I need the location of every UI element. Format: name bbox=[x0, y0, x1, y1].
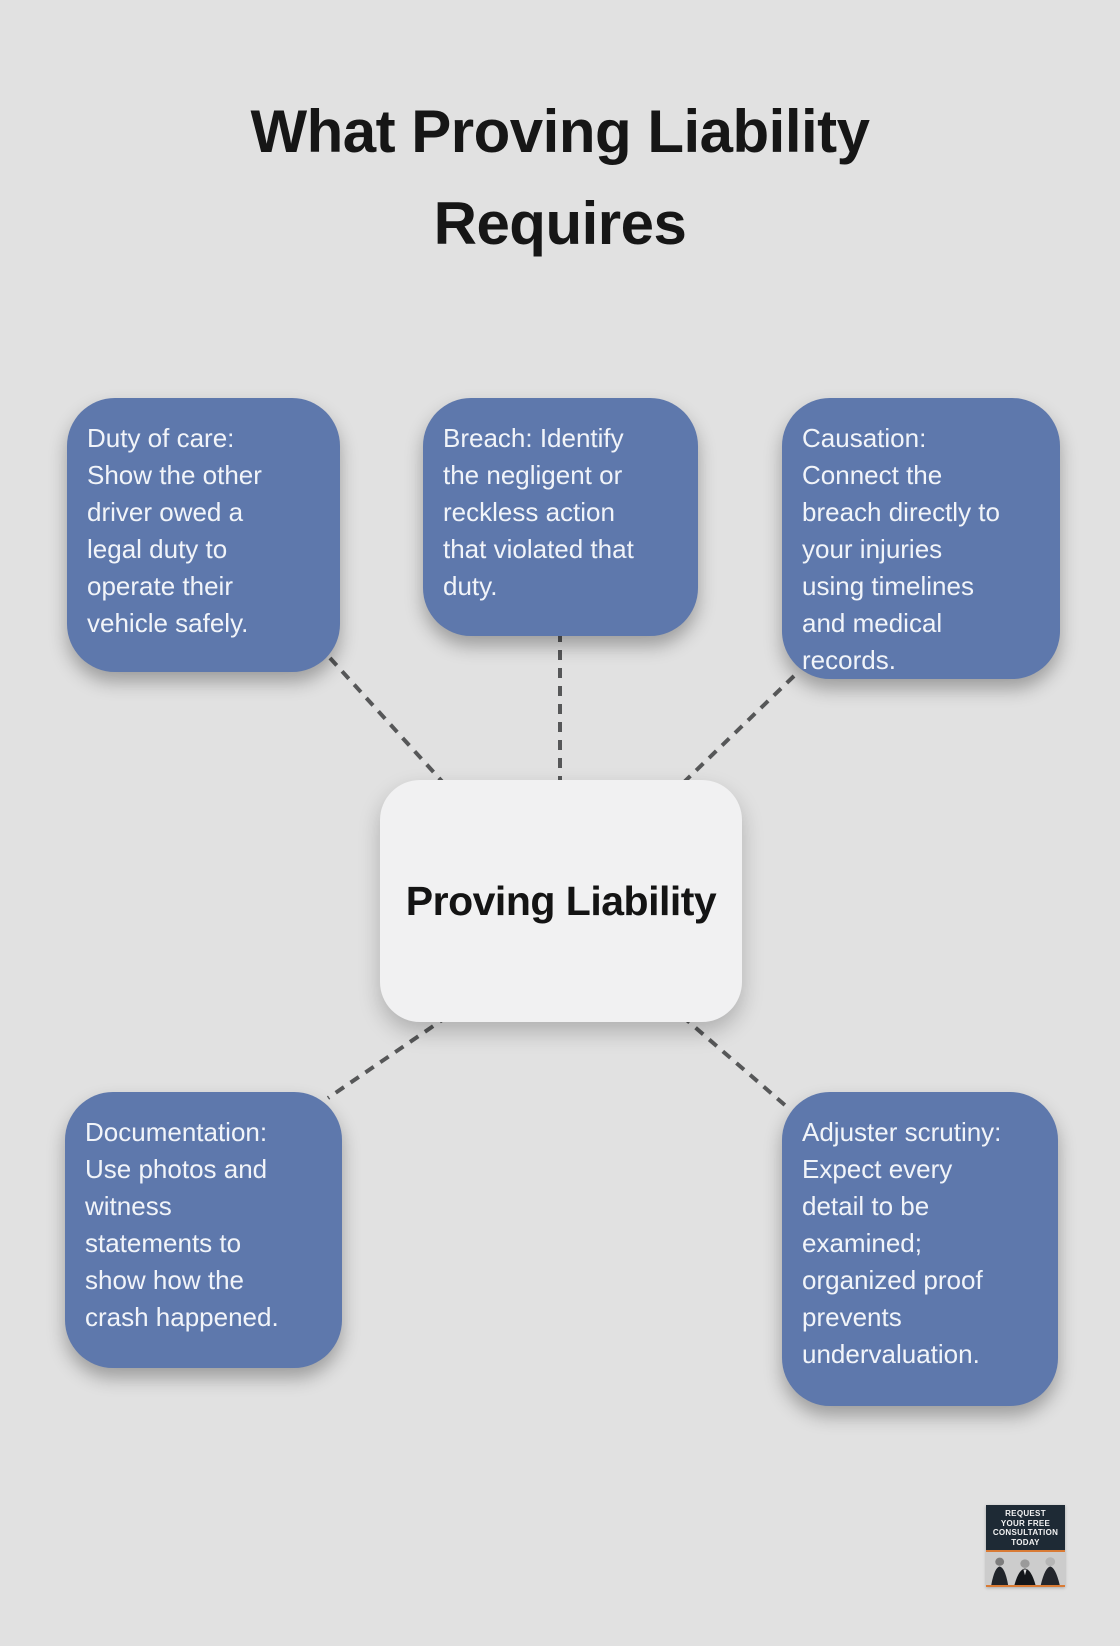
connector-documentation bbox=[326, 1014, 450, 1100]
cta-divider-bottom bbox=[986, 1585, 1065, 1587]
cta-text-line3: CONSULTATION bbox=[992, 1528, 1059, 1537]
law-firm-cta-badge[interactable]: REQUEST YOUR FREE CONSULTATION TODAY bbox=[986, 1505, 1065, 1587]
cta-text-line1: REQUEST bbox=[1005, 1509, 1046, 1518]
node-causation-text: Causation: Connect the breach directly t… bbox=[802, 423, 1000, 675]
attorneys-photo bbox=[986, 1552, 1065, 1585]
node-documentation-text: Documentation: Use photos and witness st… bbox=[85, 1117, 279, 1332]
page-title: What Proving Liability Requires bbox=[0, 86, 1120, 270]
connector-duty-of-care bbox=[328, 656, 450, 790]
node-breach: Breach: Identify the negligent or reckle… bbox=[423, 398, 698, 636]
node-causation: Causation: Connect the breach directly t… bbox=[782, 398, 1060, 679]
person-right-silhouette bbox=[1040, 1557, 1060, 1585]
connector-adjuster-scrutiny bbox=[680, 1014, 788, 1108]
person-left-silhouette bbox=[991, 1557, 1009, 1585]
person-center-silhouette bbox=[1014, 1559, 1036, 1585]
node-breach-text: Breach: Identify the negligent or reckle… bbox=[443, 423, 634, 601]
cta-divider-top bbox=[986, 1550, 1065, 1552]
page-title-line2: Requires bbox=[433, 190, 687, 257]
node-adjuster-scrutiny: Adjuster scrutiny: Expect every detail t… bbox=[782, 1092, 1058, 1406]
cta-text-line2: YOUR FREE bbox=[1000, 1518, 1051, 1528]
node-documentation: Documentation: Use photos and witness st… bbox=[65, 1092, 342, 1368]
connector-causation bbox=[678, 674, 796, 788]
page-title-line1: What Proving Liability bbox=[250, 98, 870, 165]
node-adjuster-scrutiny-text: Adjuster scrutiny: Expect every detail t… bbox=[802, 1117, 1002, 1369]
cta-text: REQUEST YOUR FREE CONSULTATION TODAY bbox=[986, 1505, 1065, 1550]
node-duty-of-care-text: Duty of care: Show the other driver owed… bbox=[87, 423, 262, 638]
node-duty-of-care: Duty of care: Show the other driver owed… bbox=[67, 398, 340, 672]
attorneys-photo-graphic bbox=[986, 1552, 1065, 1585]
center-node-proving-liability: Proving Liability bbox=[380, 780, 742, 1022]
center-node-label: Proving Liability bbox=[405, 877, 717, 924]
cta-text-line4: TODAY bbox=[1011, 1537, 1040, 1547]
